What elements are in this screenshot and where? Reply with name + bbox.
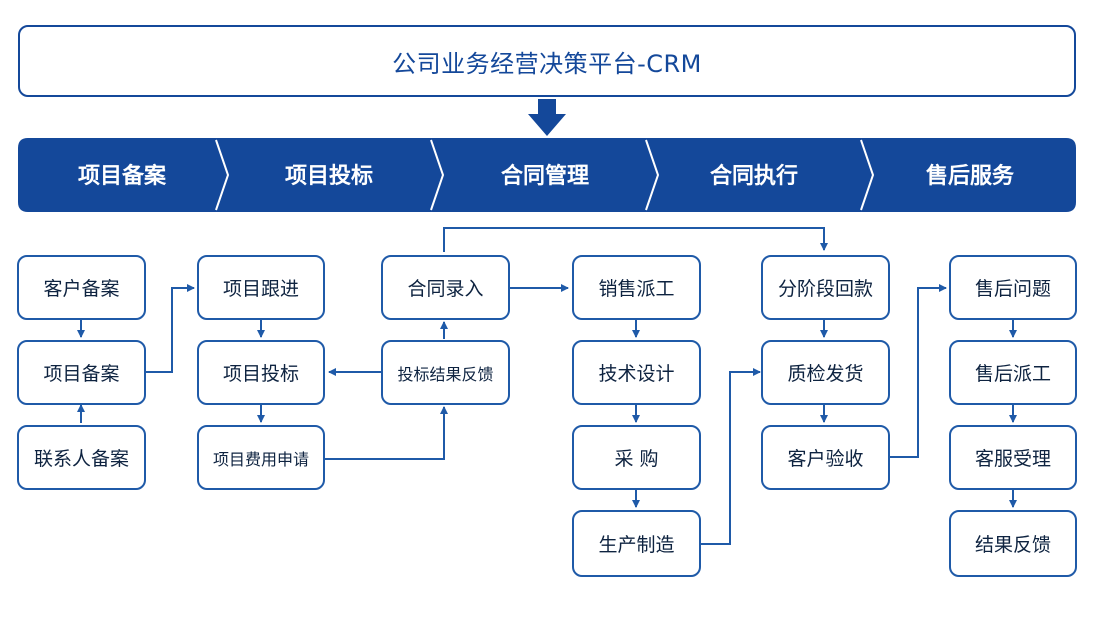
phase-bar-background [18, 138, 1076, 212]
node-customer-filing: 客户备案 [17, 255, 146, 320]
phase-bar: 项目备案 项目投标 合同管理 合同执行 售后服务 [18, 138, 1076, 212]
node-manufacturing: 生产制造 [572, 510, 701, 577]
node-after-sales-dispatch: 售后派工 [949, 340, 1077, 405]
phase-separator [430, 139, 445, 211]
title-down-arrow [528, 99, 566, 136]
node-after-sales-issue: 售后问题 [949, 255, 1077, 320]
phase-separator [645, 139, 660, 211]
node-technical-design: 技术设计 [572, 340, 701, 405]
arrow-expense-to-bid-result [325, 406, 448, 460]
node-customer-service: 客服受理 [949, 425, 1077, 490]
connectors [77, 227, 1017, 545]
node-customer-acceptance: 客户验收 [761, 425, 890, 490]
node-sales-dispatch: 销售派工 [572, 255, 701, 320]
node-result-feedback: 结果反馈 [949, 510, 1077, 577]
node-bid-result-feedback: 投标结果反馈 [381, 340, 510, 405]
phase-project-bidding: 项目投标 [285, 163, 373, 189]
node-contact-filing: 联系人备案 [17, 425, 146, 490]
phase-separator [215, 139, 230, 211]
node-quality-shipping: 质检发货 [761, 340, 890, 405]
phase-separator [860, 139, 875, 211]
node-purchasing: 采 购 [572, 425, 701, 490]
platform-title: 公司业务经营决策平台-CRM [18, 25, 1076, 97]
node-project-expense-request: 项目费用申请 [197, 425, 325, 490]
arrow-contract-to-payment [443, 227, 828, 252]
node-project-bidding: 项目投标 [197, 340, 325, 405]
arrow-production-to-inspection [701, 368, 761, 545]
phase-after-sales: 售后服务 [926, 163, 1015, 189]
phase-contract-management: 合同管理 [501, 163, 589, 189]
node-contract-entry: 合同录入 [381, 255, 510, 320]
arrow-acceptance-to-after-sales [890, 284, 947, 458]
phase-project-filing: 项目备案 [78, 163, 167, 189]
phase-contract-execution: 合同执行 [710, 163, 798, 189]
node-project-followup: 项目跟进 [197, 255, 325, 320]
node-staged-payment: 分阶段回款 [761, 255, 890, 320]
arrow-project-filing-to-followup [146, 284, 195, 373]
node-project-filing: 项目备案 [17, 340, 146, 405]
